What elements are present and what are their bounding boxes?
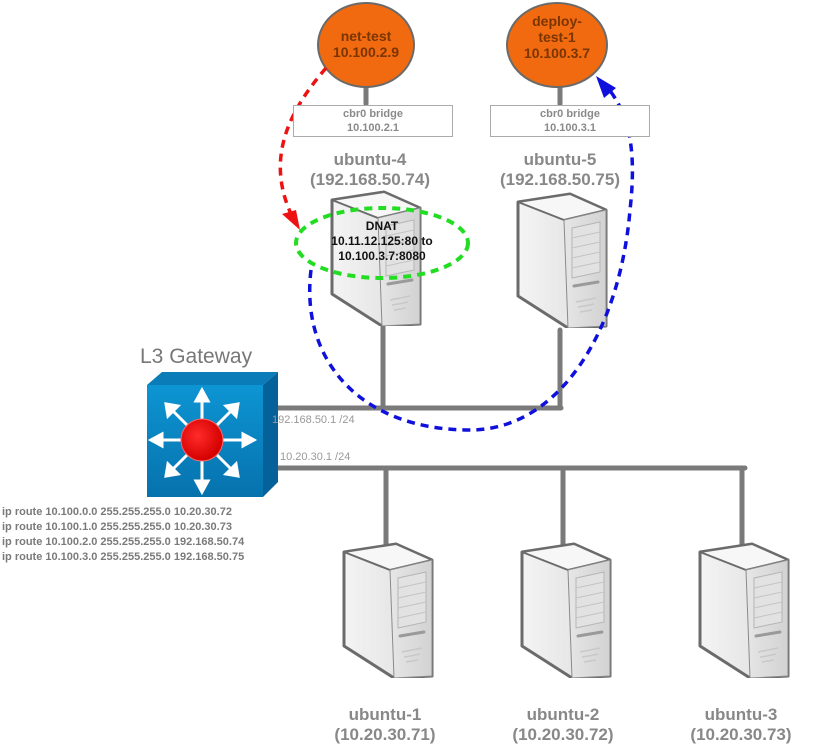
bridge-ip: 10.100.3.1 bbox=[544, 122, 596, 134]
server-ubuntu-3-icon[interactable] bbox=[698, 542, 790, 678]
dnat-title: DNAT bbox=[365, 219, 399, 233]
nat-flow-arrow bbox=[278, 66, 328, 223]
host-name: ubuntu-1 bbox=[348, 705, 422, 724]
nat-flow-arrowhead-icon bbox=[282, 210, 300, 230]
host-name: ubuntu-3 bbox=[704, 705, 778, 724]
server-ubuntu-5-icon[interactable] bbox=[516, 192, 608, 328]
host-ip: (192.168.50.74) bbox=[309, 170, 431, 189]
subnet-label-b: 10.20.30.1 /24 bbox=[280, 451, 351, 463]
pod-deploy-test-1-name-line1: deploy- bbox=[532, 13, 582, 29]
server-ubuntu-1-icon[interactable] bbox=[342, 542, 434, 678]
route-entry: ip route 10.100.2.0 255.255.255.0 192.16… bbox=[2, 536, 245, 548]
host-name: ubuntu-4 bbox=[333, 150, 407, 169]
host-ip: (10.20.30.71) bbox=[334, 725, 436, 744]
pod-deploy-test-1-name-line2: test-1 bbox=[538, 29, 576, 45]
host-ubuntu-5-label: ubuntu-5 (192.168.50.75) bbox=[480, 150, 640, 190]
gateway-title: L3 Gateway bbox=[140, 345, 253, 368]
pod-deploy-test-1[interactable] bbox=[506, 2, 608, 88]
pod-net-test[interactable] bbox=[317, 2, 415, 88]
subnet-label-a: 192.168.50.1 /24 bbox=[272, 414, 355, 426]
bridge-ip: 10.100.2.1 bbox=[347, 122, 399, 134]
host-ip: (192.168.50.75) bbox=[499, 170, 621, 189]
pod-deploy-test-1-label: deploy- test-1 10.100.3.7 bbox=[507, 13, 607, 61]
host-ip: (10.20.30.72) bbox=[512, 725, 614, 744]
route-entry: ip route 10.100.1.0 255.255.255.0 10.20.… bbox=[2, 521, 232, 533]
bridge-cbr0-ubuntu-4[interactable]: cbr0 bridge 10.100.2.1 bbox=[293, 105, 453, 137]
l3-gateway-icon[interactable] bbox=[147, 372, 278, 497]
dnat-rule-ellipse[interactable] bbox=[294, 206, 470, 280]
host-ip: (10.20.30.73) bbox=[690, 725, 792, 744]
host-ubuntu-1-label: ubuntu-1 (10.20.30.71) bbox=[310, 705, 460, 745]
host-ubuntu-2-label: ubuntu-2 (10.20.30.72) bbox=[488, 705, 638, 745]
dnat-rule-label: DNAT 10.11.12.125:80 to 10.100.3.7:8080 bbox=[302, 219, 462, 264]
dnat-return-arrowhead-icon bbox=[596, 76, 616, 98]
host-ubuntu-3-label: ubuntu-3 (10.20.30.73) bbox=[666, 705, 816, 745]
host-name: ubuntu-5 bbox=[523, 150, 597, 169]
pod-net-test-ip: 10.100.2.9 bbox=[332, 44, 400, 60]
host-name: ubuntu-2 bbox=[526, 705, 600, 724]
route-entry: ip route 10.100.3.0 255.255.255.0 192.16… bbox=[2, 551, 245, 563]
dnat-source: 10.11.12.125:80 to bbox=[331, 234, 433, 248]
bridge-label: cbr0 bridge bbox=[343, 108, 403, 120]
static-routes-list: ip route 10.100.0.0 255.255.255.0 10.20.… bbox=[2, 505, 244, 565]
host-ubuntu-4-label: ubuntu-4 (192.168.50.74) bbox=[290, 150, 450, 190]
pod-deploy-test-1-ip: 10.100.3.7 bbox=[523, 45, 591, 61]
pod-net-test-name: net-test bbox=[340, 28, 392, 44]
router-core-icon bbox=[180, 418, 224, 462]
network-links bbox=[269, 83, 748, 548]
pod-net-test-label: net-test 10.100.2.9 bbox=[318, 28, 414, 60]
dnat-destination: 10.100.3.7:8080 bbox=[338, 249, 426, 263]
route-entry: ip route 10.100.0.0 255.255.255.0 10.20.… bbox=[2, 506, 232, 518]
server-ubuntu-2-icon[interactable] bbox=[520, 542, 612, 678]
bridge-label: cbr0 bridge bbox=[540, 108, 600, 120]
bridge-cbr0-ubuntu-5[interactable]: cbr0 bridge 10.100.3.1 bbox=[490, 105, 650, 137]
